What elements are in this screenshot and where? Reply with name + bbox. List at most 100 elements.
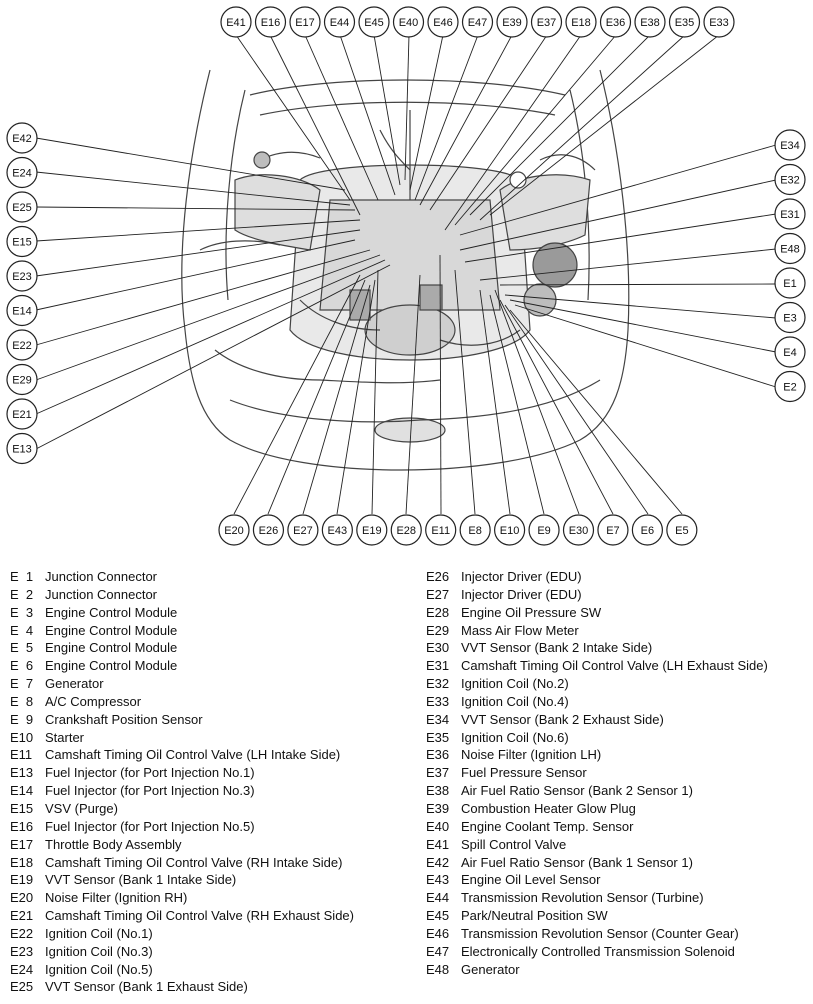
legend-description: Ignition Coil (No.5) [45,961,153,977]
callout-text: E44 [330,17,350,29]
callout-circle [6,432,38,465]
callout-circle [6,294,38,327]
legend-description: Noise Filter (Ignition LH) [461,747,602,763]
callout-text: E43 [328,525,348,537]
callout-circle [774,301,806,334]
callout-e34: E34 [774,129,806,161]
callout-e4: E4 [774,336,806,368]
callout-circle [774,163,806,196]
legend-description: Noise Filter (Ignition RH) [45,890,188,906]
callout-text: E9 [537,525,550,537]
callout-circle [668,6,701,38]
legend-code: E18 [10,854,34,870]
legend-description: VVT Sensor (Bank 2 Intake Side) [461,640,653,656]
callout-circle [666,514,698,546]
callout-text: E8 [468,525,481,537]
callout-circle [774,370,806,403]
callout-e44: E44 [323,6,356,38]
callout-e9: E9 [528,514,560,546]
legend-code: E20 [10,890,34,906]
legend-code: E 9 [10,711,34,727]
legend-code: E14 [10,783,34,799]
legend-description: Combustion Heater Glow Plug [461,800,636,816]
callout-circle [631,514,664,546]
callout-text: E7 [606,525,619,537]
legend-code: E22 [10,925,34,941]
callout-text: E3 [783,313,796,325]
callout-e19: E19 [356,514,388,546]
legend-code: E19 [10,872,34,888]
callout-circle [218,514,250,546]
callout-e30: E30 [562,514,595,546]
legend-code: E 6 [10,658,34,674]
legend-description: Engine Control Module [45,640,178,656]
callout-text: E20 [224,525,244,537]
callout-e33: E33 [703,6,735,38]
legend-description: Ignition Coil (No.3) [45,943,153,959]
callout-e16: E16 [254,6,287,38]
legend-description: Fuel Injector (for Port Injection No.1) [45,765,255,781]
callout-e22: E22 [6,329,38,361]
legend-description: VSV (Purge) [45,800,118,816]
callout-circle [703,6,735,38]
callout-e5: E5 [666,514,698,546]
callout-text: E30 [569,525,589,537]
callout-text: E39 [502,17,522,29]
legend-code: E11 [10,747,33,763]
callout-text: E46 [433,17,453,29]
legend-code: E 3 [10,604,34,620]
legend-code: E30 [426,640,450,656]
callout-e7: E7 [597,514,629,546]
legend-description: Generator [461,961,520,977]
callout-text: E16 [261,17,281,29]
callout-circle [6,122,38,154]
callout-text: E24 [12,168,32,180]
legend-code: E44 [426,890,450,906]
callout-text: E31 [780,209,800,221]
callout-circle [496,6,528,38]
callout-text: E19 [362,525,382,537]
legend-code: E36 [426,747,450,763]
callout-circle [494,514,526,546]
callout-circle [390,514,422,546]
callout-text: E5 [675,525,688,537]
callout-circle [565,6,597,38]
callout-e8: E8 [459,514,491,546]
legend-description: Engine Oil Level Sensor [461,872,601,888]
callout-e43: E43 [321,514,353,546]
callout-circle [774,267,806,299]
legend-description: VVT Sensor (Bank 2 Exhaust Side) [461,711,664,727]
callout-e3: E3 [774,301,806,334]
callout-text: E29 [12,375,32,387]
legend-code: E42 [426,854,450,870]
legend-code: E47 [426,943,450,959]
legend-code: E25 [10,979,34,995]
callout-text: E21 [12,409,32,421]
callout-circle [427,6,459,38]
callout-circle [459,514,491,546]
legend-code: E 8 [10,693,34,709]
legend-code: E17 [10,836,34,852]
callout-circle [774,232,806,265]
callout-e46: E46 [427,6,459,38]
legend-description: Camshaft Timing Oil Control Valve (LH In… [45,747,341,763]
callout-e21: E21 [6,398,38,430]
callout-text: E25 [12,202,32,214]
legend-description: Injector Driver (EDU) [461,586,582,602]
legend-code: E37 [426,765,450,781]
legend-code: E24 [10,961,34,977]
legend-description: Transmission Revolution Sensor (Turbine) [461,890,704,906]
legend-code: E46 [426,925,450,941]
callout-circle [774,336,806,368]
callout-text: E22 [12,340,32,352]
legend-description: Engine Coolant Temp. Sensor [461,818,634,834]
callout-e40: E40 [392,6,425,38]
legend-code: E21 [10,908,34,924]
legend-description: Park/Neutral Position SW [461,908,608,924]
callout-e29: E29 [6,363,38,396]
legend-description: Camshaft Timing Oil Control Valve (LH Ex… [461,658,768,674]
callout-text: E37 [537,17,557,29]
callout-text: E17 [295,17,315,29]
callout-e37: E37 [530,6,563,38]
